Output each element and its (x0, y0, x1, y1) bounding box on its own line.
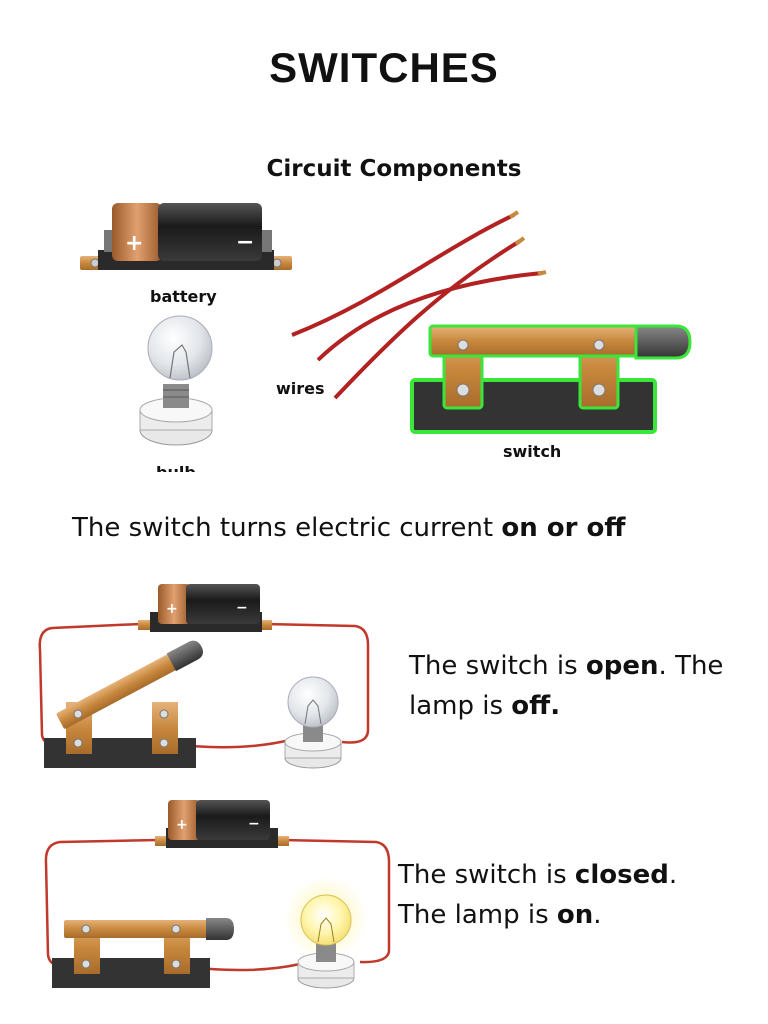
statement: The switch turns electric current on or … (72, 513, 626, 543)
battery-label: battery (150, 287, 217, 306)
wires-label: wires (276, 379, 325, 398)
page-title: SWITCHES (269, 44, 499, 91)
battery-component: + − (80, 203, 292, 270)
bulb-glass (147, 315, 213, 381)
battery-negative-end (158, 203, 262, 261)
switch-component (410, 324, 692, 434)
closed-circuit-diagram: + − (44, 800, 391, 989)
bulb-socket-thread (163, 384, 189, 408)
switch-knob (634, 324, 692, 360)
open-state-description: The switch is open. The lamp is off. (409, 646, 723, 726)
wire-left (44, 838, 159, 969)
wires-component (291, 210, 547, 400)
battery-minus-sign: − (236, 230, 254, 255)
svg-text:−: − (236, 600, 248, 616)
open-line-2: lamp is off. (409, 691, 561, 721)
svg-text:−: − (248, 816, 260, 832)
wire-right (281, 838, 391, 964)
open-circuit-diagram: + − (38, 584, 370, 769)
bulb-label: bulb (156, 463, 196, 472)
bulb-component (139, 315, 213, 446)
battery-plus-sign: + (125, 231, 143, 256)
closed-state-description: The switch is closed. The lamp is on. (398, 855, 677, 935)
closed-line-1: The switch is closed. (398, 860, 678, 890)
closed-line-2: The lamp is on. (398, 900, 602, 930)
open-line-1: The switch is open. The (409, 651, 724, 681)
switch-label: switch (503, 442, 562, 461)
battery-positive-end (112, 203, 162, 261)
wire-right (264, 622, 370, 744)
svg-text:+: + (176, 817, 188, 833)
svg-text:+: + (166, 601, 178, 617)
components-heading: Circuit Components (266, 156, 522, 182)
